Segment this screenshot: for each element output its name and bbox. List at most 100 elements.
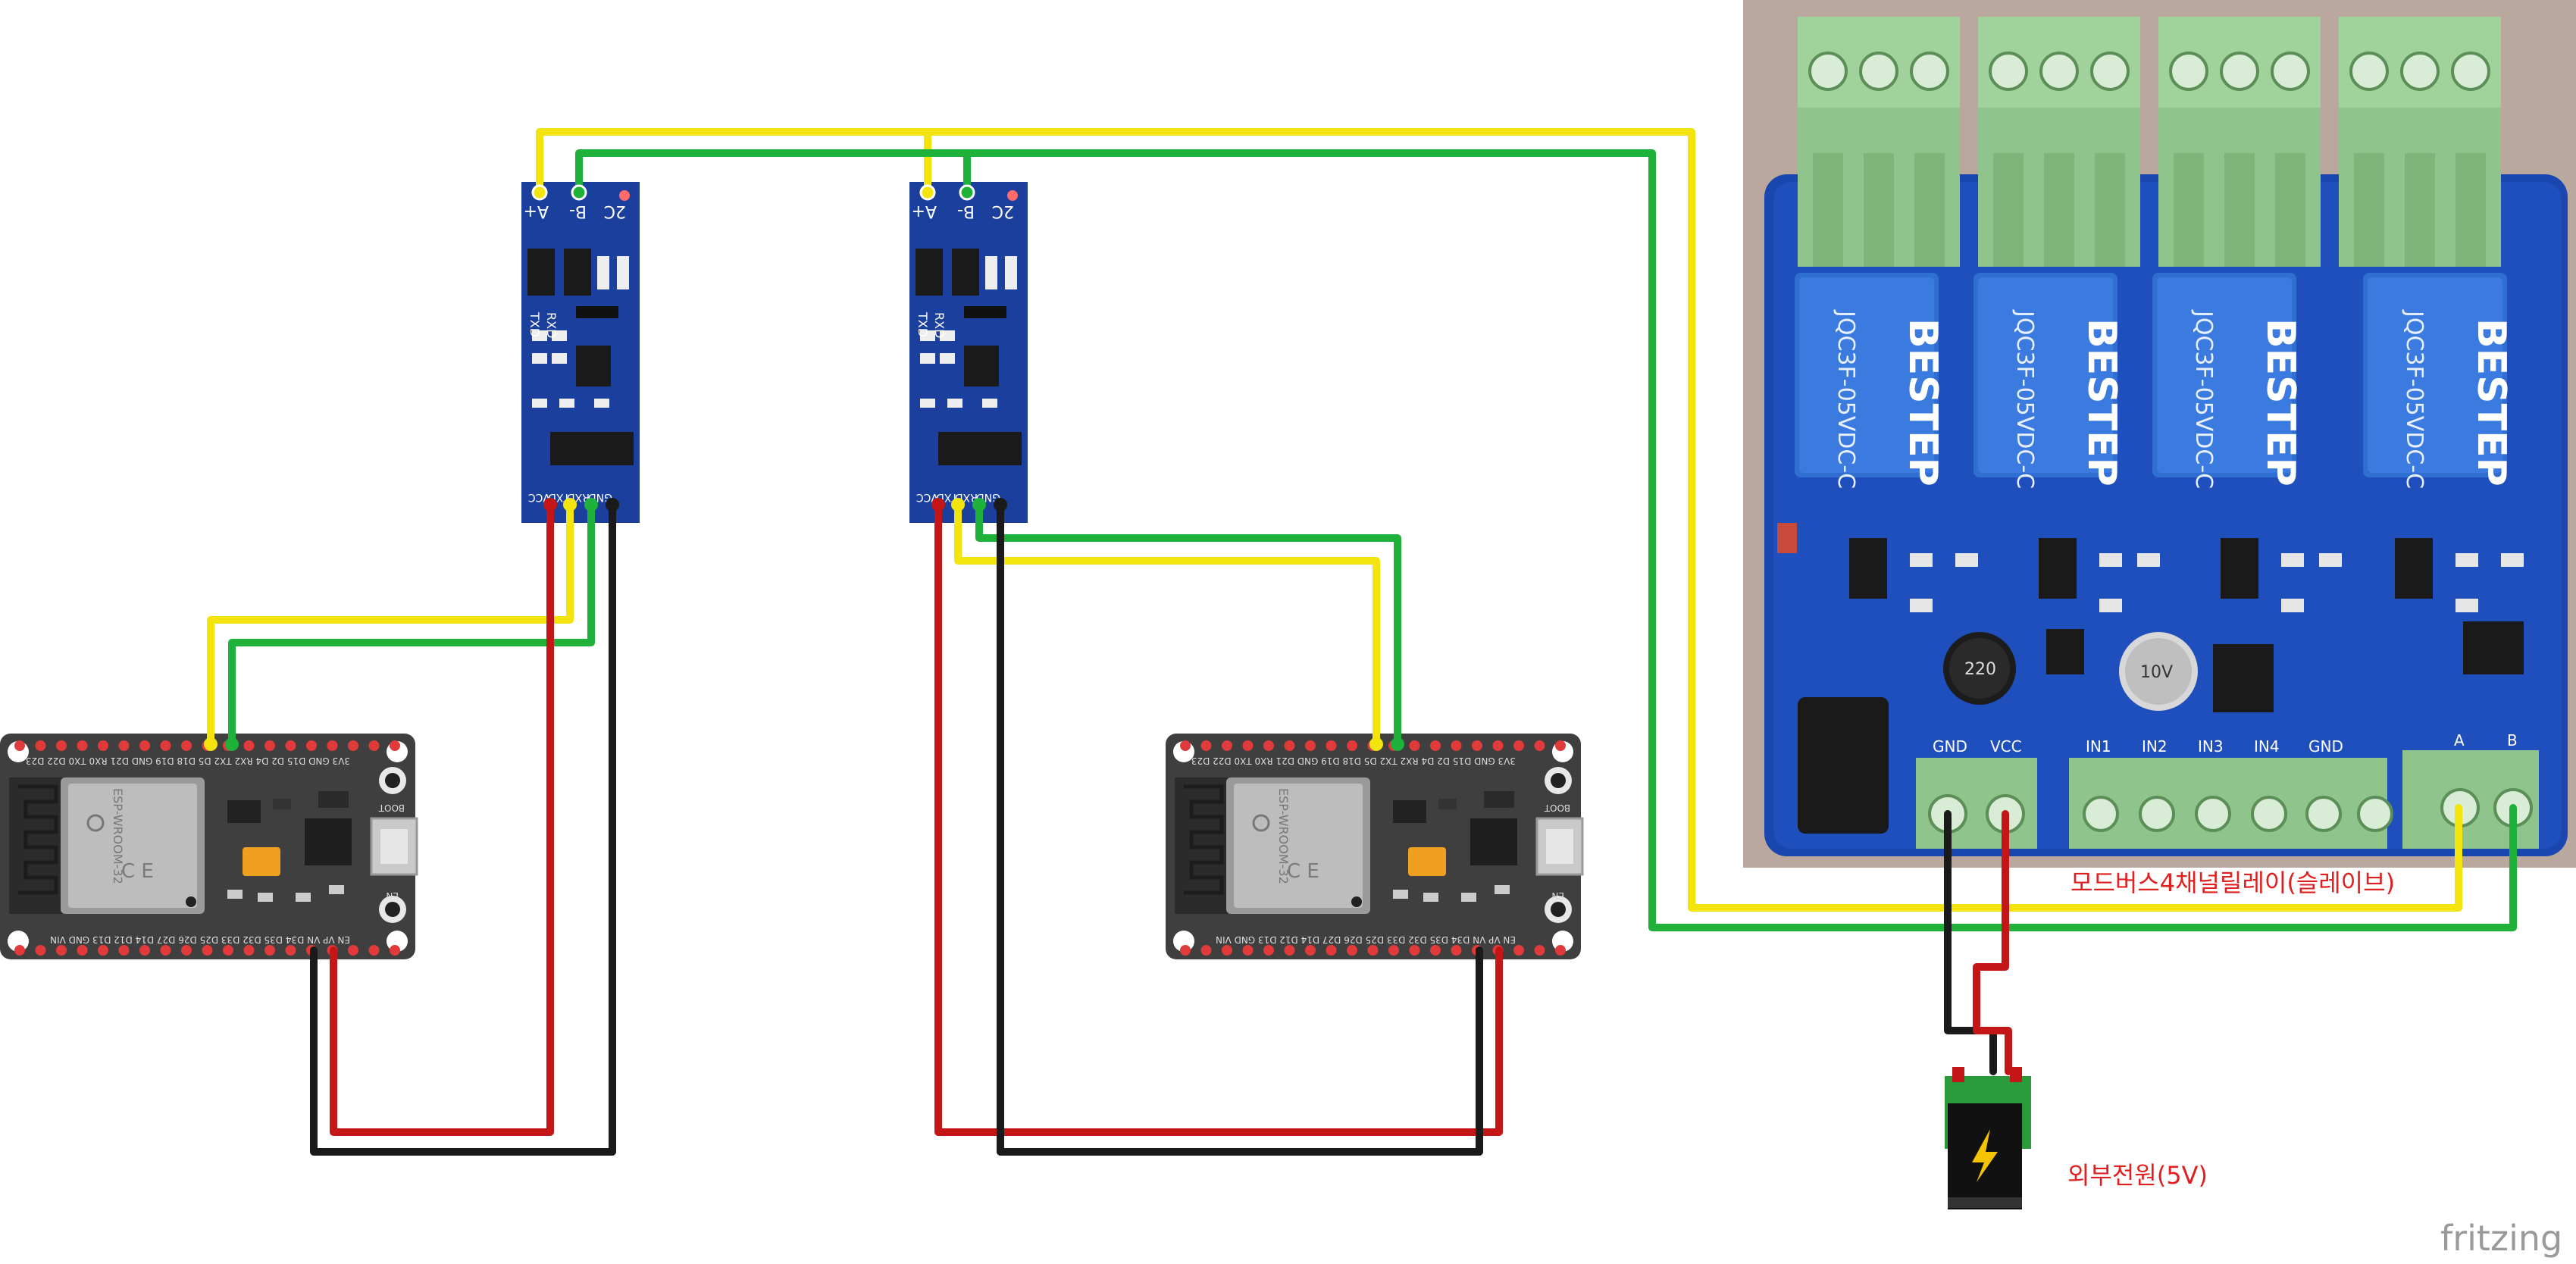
relay-1-brand: BESTEP	[1900, 318, 1945, 487]
wire-bus-b	[575, 149, 2517, 931]
rs485-2-pin-a: A+	[912, 202, 937, 221]
relay-output-terminal-2	[1977, 15, 2142, 268]
header-pin	[1347, 945, 1357, 956]
header-pin	[368, 945, 380, 956]
header-pin	[1430, 945, 1441, 956]
esp32-2-top-header: 3V3 GND D15 D2 D4 RX2 TX2 D5 D18 D19 GND…	[1191, 756, 1516, 766]
relay-2-brand: BESTEP	[2079, 318, 2124, 487]
wires	[207, 128, 2517, 1156]
header-pin	[1242, 945, 1254, 956]
header-pin	[1513, 945, 1524, 956]
rs485-module-1: A+ B- 2C TXD RXD VCC TXD RXD GND	[521, 182, 640, 523]
external-power-jack	[1945, 1067, 2031, 1209]
rs485-1-pin-a: A+	[524, 202, 549, 221]
header-pin	[1305, 740, 1316, 751]
wire-m1-vcc	[330, 501, 554, 1136]
header-pin	[181, 740, 192, 751]
header-pin	[77, 945, 88, 956]
header-pin	[1200, 945, 1212, 956]
esp32-1-en-label: EN	[386, 890, 399, 901]
header-pin	[285, 740, 296, 751]
lightning-bolt-icon	[1972, 1129, 1998, 1182]
relay-output-terminal-4	[2337, 15, 2502, 268]
svg-text:VCC: VCC	[528, 491, 550, 503]
header-pin	[1492, 740, 1504, 751]
svg-text:10V: 10V	[2140, 663, 2173, 682]
relay-output-terminal-1	[1796, 15, 1961, 268]
header-pin	[14, 945, 25, 956]
header-pin	[1326, 945, 1337, 956]
svg-text:RXD: RXD	[932, 312, 947, 338]
header-pin	[98, 945, 108, 956]
esp32-board-1: ESP-WROOM-32 3V3 GND D15 D2 D4 RX2 TX2 D…	[0, 734, 417, 959]
header-pin	[202, 945, 213, 956]
svg-text:TXD: TXD	[527, 311, 542, 337]
power-terminal-vcc: VCC	[1990, 737, 2022, 756]
wire-power-vcc	[1973, 810, 2012, 1075]
header-pin	[223, 945, 233, 956]
header-pin	[1263, 740, 1274, 751]
header-pin	[390, 740, 400, 751]
header-pin	[1305, 945, 1316, 956]
header-pin	[1180, 945, 1191, 956]
header-pin	[181, 945, 192, 956]
esp32-1-top-header: 3V3 GND D15 D2 D4 RX2 TX2 D5 D18 D19 GND…	[26, 756, 350, 766]
esp32-2-bottom-header: EN VP VN D34 D35 D32 D33 D25 D26 D27 D14…	[1216, 934, 1516, 945]
header-pin	[1263, 945, 1274, 956]
rs485-2-pin-2c: 2C	[992, 202, 1014, 221]
header-pin	[243, 945, 255, 956]
board-dc-jack	[1798, 697, 1889, 834]
esp32-1-boot-label: BOOT	[378, 803, 405, 813]
relay-2-model: JQC3F-05VDC-C	[2011, 309, 2038, 489]
input-terminal: IN1 IN2 IN3 IN4 GND	[2069, 737, 2393, 849]
relay-3-brand: BESTEP	[2258, 318, 2303, 487]
header-pin	[1451, 945, 1462, 956]
header-pin	[348, 740, 358, 751]
capacitor-220uf: 220	[1943, 632, 2016, 705]
relay-2: BESTEP JQC3F-05VDC-C	[1973, 273, 2124, 489]
header-pin	[1180, 740, 1191, 751]
header-pin	[160, 945, 171, 956]
wire-power-gnd	[1944, 810, 1997, 1075]
header-pin	[1326, 740, 1337, 751]
header-pin	[1284, 740, 1295, 751]
header-pin	[56, 740, 67, 751]
svg-text:IN1: IN1	[2086, 737, 2111, 756]
header-pin	[285, 945, 296, 956]
relay-4: BESTEP JQC3F-05VDC-C	[2363, 273, 2514, 489]
relay-1-model: JQC3F-05VDC-C	[1833, 309, 1859, 489]
esp32-1-bottom-header: EN VP VN D34 D35 D32 D33 D25 D26 D27 D14…	[50, 934, 350, 945]
power-caption: 외부전원(5V)	[2067, 1161, 2208, 1190]
wire-endpoints	[204, 184, 1404, 751]
relay-caption: 모드버스4채널릴레이(슬레이브)	[2071, 868, 2395, 897]
header-pin	[35, 740, 46, 751]
power-terminal: GND VCC	[1916, 737, 2037, 849]
svg-text:B: B	[2507, 731, 2518, 749]
esp32-2-en-label: EN	[1551, 890, 1564, 901]
svg-text:RXD: RXD	[544, 312, 559, 338]
svg-text:IN2: IN2	[2142, 737, 2168, 756]
header-pin	[1367, 945, 1379, 956]
esp32-1-module-label: ESP-WROOM-32	[111, 788, 125, 884]
header-pin	[1200, 740, 1212, 751]
relay-1: BESTEP JQC3F-05VDC-C	[1795, 273, 1945, 489]
header-pin	[1555, 945, 1566, 956]
relay-output-terminal-3	[2157, 15, 2322, 268]
rs485-module-2: A+ B- 2C TXD RXD VCC TXD RXD GND	[909, 182, 1028, 523]
esp32-2-boot-label: BOOT	[1544, 803, 1570, 813]
header-pin	[264, 740, 275, 751]
header-pin	[118, 945, 130, 956]
header-pin	[1513, 740, 1524, 751]
wire-m2-vcc	[934, 501, 1503, 1136]
wire-m2-tx	[954, 501, 1380, 748]
header-pin	[1534, 740, 1545, 751]
header-pin	[160, 740, 171, 751]
svg-text:GND: GND	[2308, 737, 2343, 756]
header-pin	[14, 740, 25, 751]
header-pin	[1409, 740, 1420, 751]
wire-bus-a	[536, 128, 2462, 912]
wire-m1-tx	[207, 501, 574, 748]
relay-4-brand: BESTEP	[2468, 318, 2514, 487]
header-pin	[1409, 945, 1420, 956]
